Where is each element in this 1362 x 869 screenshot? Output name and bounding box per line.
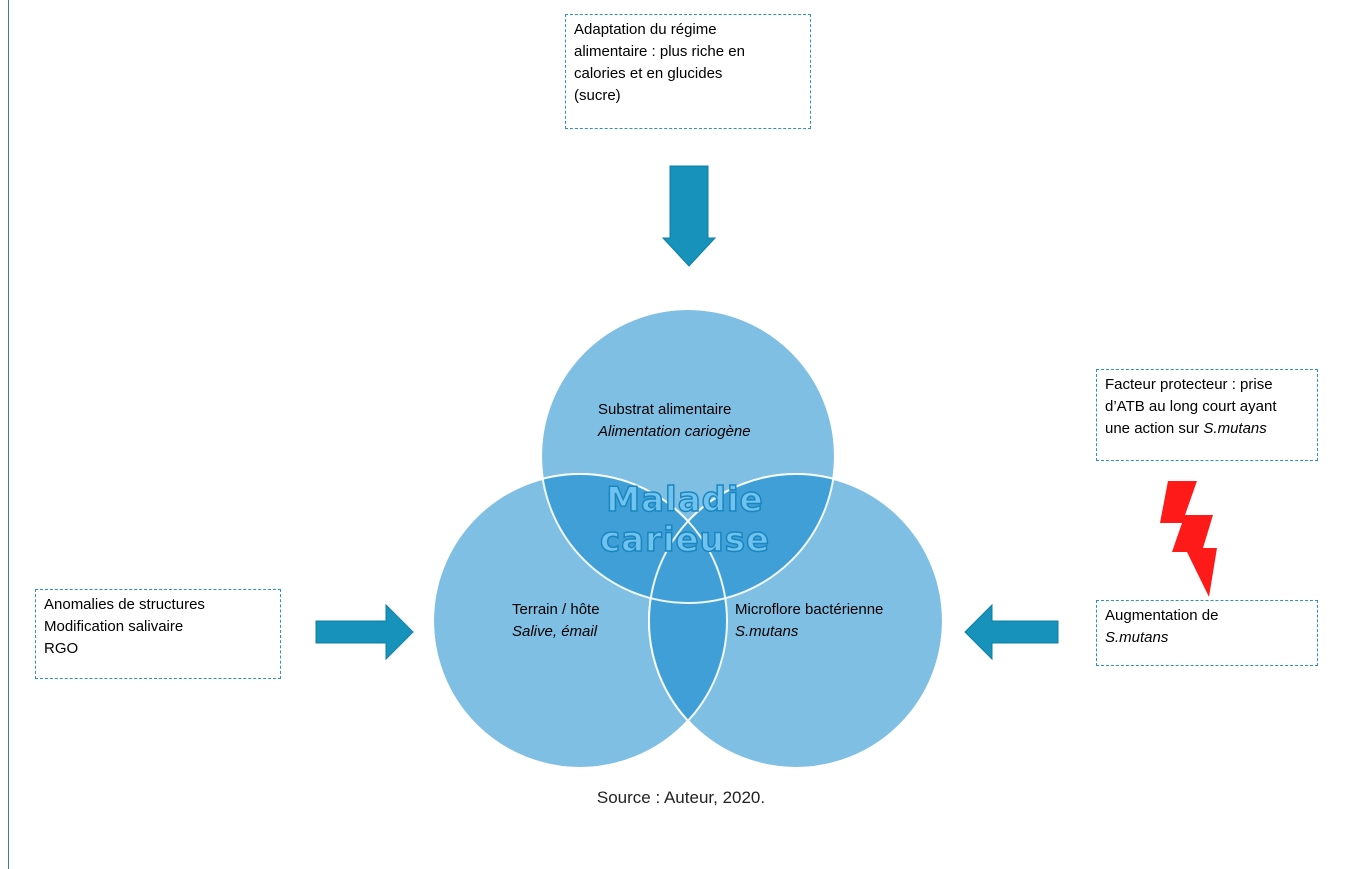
center-title-line-1: Maladie <box>606 479 764 521</box>
center-title-line-2: carieuse <box>599 519 771 561</box>
substrat-label: Substrat alimentaire Alimentation cariog… <box>598 399 751 443</box>
overlap-substrat-microflore <box>649 474 835 603</box>
diet-line-4: (sucre) <box>574 87 621 104</box>
terrain-title: Terrain / hôte <box>512 601 600 618</box>
substrat-title: Substrat alimentaire <box>598 401 732 418</box>
microflore-title: Microflore bactérienne <box>735 601 884 618</box>
structure-line-3: RGO <box>44 640 79 657</box>
protect-line-3-prefix: une action sur <box>1105 420 1204 437</box>
left-arrow <box>964 603 1059 661</box>
protect-line-2: d’ATB au long court ayant <box>1105 398 1277 415</box>
microflore-subtitle: S.mutans <box>735 623 799 640</box>
augment-line-1: Augmentation de <box>1105 607 1219 624</box>
structure-line-2: Modification salivaire <box>44 618 184 635</box>
down-arrow <box>661 165 717 267</box>
structure-anomalies-box: Anomalies de structures Modification sal… <box>35 589 281 679</box>
terrain-label: Terrain / hôte Salive, émail <box>512 599 600 643</box>
substrat-subtitle: Alimentation cariogène <box>598 423 751 440</box>
terrain-subtitle: Salive, émail <box>512 623 598 640</box>
diet-line-2: alimentaire : plus riche en <box>574 43 745 60</box>
diet-line-1: Adaptation du régime <box>574 21 717 38</box>
microflore-label: Microflore bactérienne S.mutans <box>735 599 883 643</box>
protective-factor-box: Facteur protecteur : prise d’ATB au long… <box>1096 369 1318 461</box>
diet-adaptation-box: Adaptation du régime alimentaire : plus … <box>565 14 811 129</box>
augmentation-box: Augmentation de S.mutans <box>1096 600 1318 666</box>
diet-line-3: calories et en glucides <box>574 65 723 82</box>
source-caption: Source : Auteur, 2020. <box>596 788 766 807</box>
left-margin-rule <box>8 0 9 869</box>
right-arrow <box>315 603 414 661</box>
lightning-bolt-icon <box>1160 481 1217 597</box>
overlap-substrat-terrain <box>541 474 727 603</box>
protect-species: S.mutans <box>1203 420 1267 437</box>
protect-line-1: Facteur protecteur : prise <box>1105 376 1273 393</box>
protect-line-3: une action sur S.mutans <box>1105 418 1309 440</box>
augment-species: S.mutans <box>1105 629 1169 646</box>
center-title: Maladie carieuse <box>560 479 810 561</box>
structure-line-1: Anomalies de structures <box>44 596 205 613</box>
